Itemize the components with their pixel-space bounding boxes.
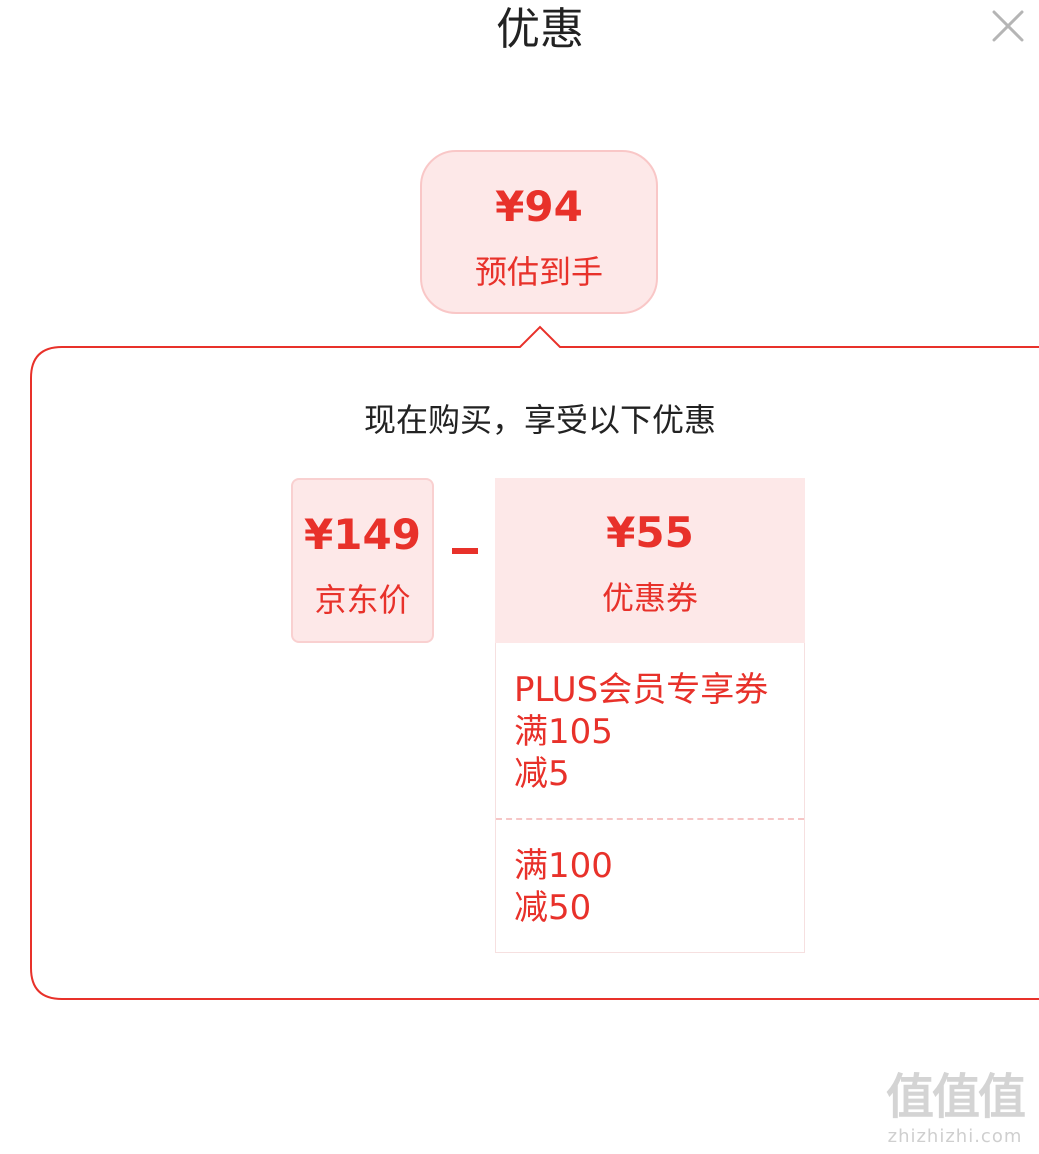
jd-price-card: ¥149 京东价 [291, 478, 434, 643]
close-icon [992, 10, 1024, 42]
coupon-item-discount: 减50 [514, 888, 592, 928]
coupon-total: ¥55 [606, 508, 694, 557]
jd-price: ¥149 [304, 510, 421, 559]
estimated-price-badge: ¥94 预估到手 [420, 150, 658, 314]
page-title: 优惠 [496, 4, 584, 55]
close-button[interactable] [988, 6, 1028, 46]
coupon-list: PLUS会员专享券 满105 减5 满100 减50 [495, 643, 805, 953]
watermark-url: zhizhizhi.com [887, 1126, 1023, 1147]
coupon-item: 满100 减50 [496, 845, 804, 929]
estimated-price-label: 预估到手 [474, 253, 603, 291]
estimated-price: ¥94 [495, 182, 583, 231]
jd-price-label: 京东价 [314, 581, 411, 619]
coupon-item: PLUS会员专享券 满105 减5 [496, 669, 804, 795]
discount-heading: 现在购买，享受以下优惠 [363, 401, 716, 439]
watermark-logo: 值值值 [885, 1069, 1026, 1125]
coupon-item-threshold: 满105 [514, 712, 613, 752]
minus-operator [452, 548, 478, 554]
coupon-item-threshold: 满100 [514, 846, 613, 886]
coupon-divider [496, 818, 804, 820]
coupon-item-title: PLUS会员专享券 [514, 670, 769, 710]
coupon-item-discount: 减5 [514, 754, 570, 794]
watermark: 值值值 zhizhizhi.com [880, 1068, 1030, 1148]
coupon-label: 优惠券 [601, 579, 698, 617]
coupon-card: ¥55 优惠券 [495, 478, 805, 643]
